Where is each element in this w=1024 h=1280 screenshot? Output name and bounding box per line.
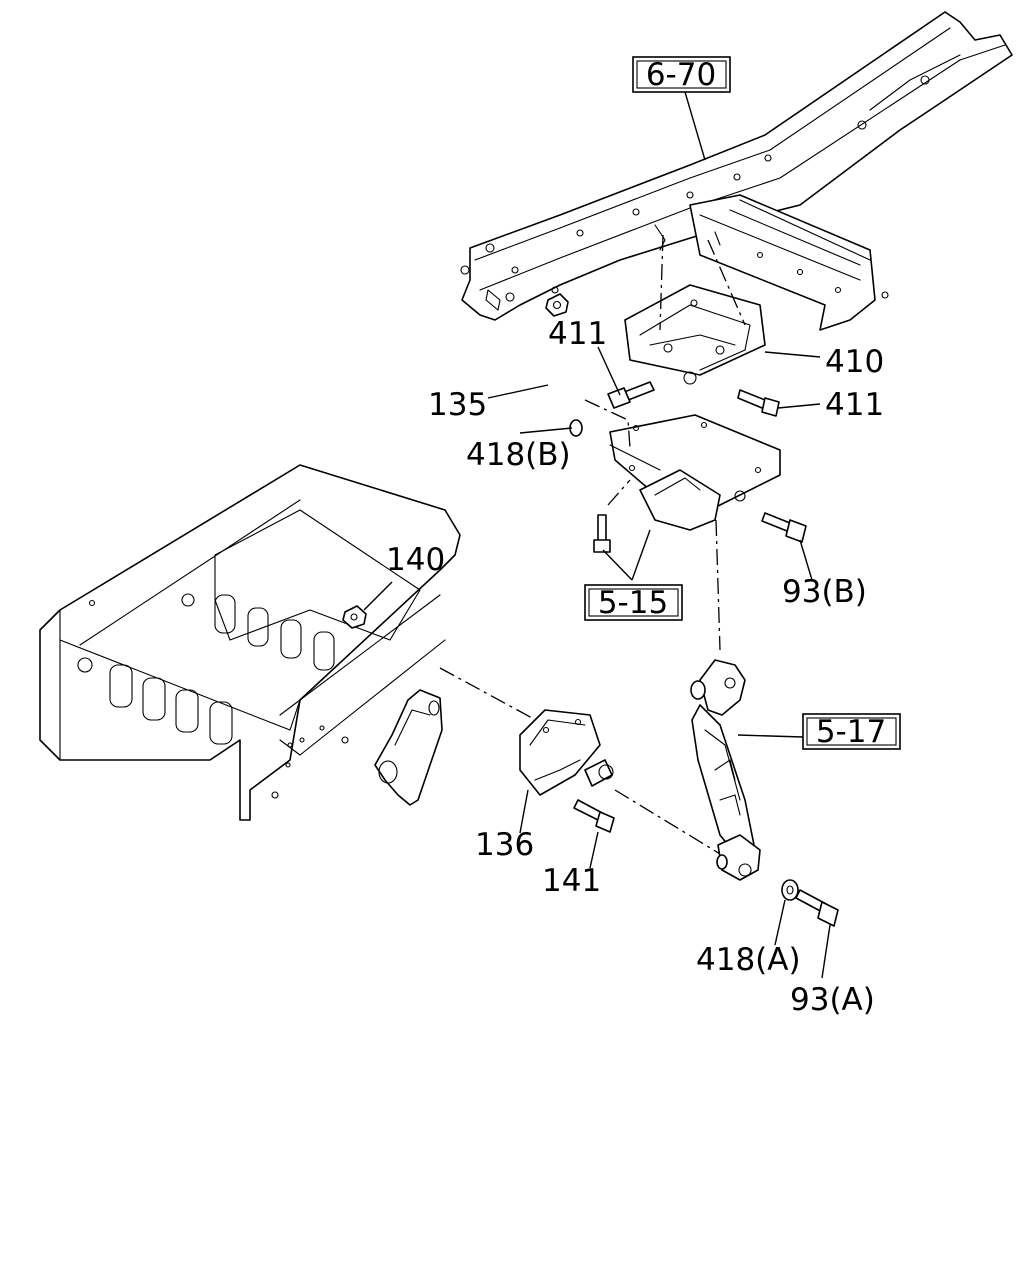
nut-135: [545, 293, 569, 317]
plate-bracket-5-15: [609, 414, 781, 531]
bolt-411-right: [737, 389, 780, 417]
align-line-410-right: [707, 239, 746, 326]
bolt-411-top: [607, 381, 655, 409]
label-136: 136: [475, 827, 534, 863]
align-line-linkage: [715, 519, 721, 651]
align-line-418b: [584, 399, 631, 449]
align-line-136: [439, 667, 546, 726]
label-411-right: 411: [825, 387, 884, 423]
label-140: 140: [386, 542, 445, 578]
ref-label-5-15: 5-15: [598, 585, 668, 621]
bracket-410: [624, 284, 766, 385]
ref-label-5-17: 5-17: [816, 714, 886, 750]
label-141: 141: [542, 863, 601, 899]
label-418b: 418(B): [466, 437, 571, 473]
nut-140: [342, 605, 367, 629]
washer-418a: [781, 879, 799, 901]
upper-frame-rail: [460, 11, 1013, 331]
label-411-top: 411: [548, 316, 607, 352]
bolt-93a: [795, 889, 839, 927]
bolt-141: [573, 799, 615, 833]
ref-label-6-70: 6-70: [646, 57, 716, 93]
leader-lines: [363, 91, 831, 979]
align-line-plate-bolt: [607, 479, 631, 506]
linkage-5-17: [690, 659, 761, 881]
align-line-lower: [614, 789, 731, 861]
frame-mount-bracket: [374, 689, 443, 806]
bolt-under-plate: [593, 514, 611, 553]
label-93a: 93(A): [790, 982, 875, 1018]
label-410: 410: [825, 344, 884, 380]
ref-box-6-70: 6-70: [632, 56, 731, 93]
ref-box-5-17: 5-17: [802, 713, 901, 750]
label-135: 135: [428, 387, 487, 423]
bracket-136: [519, 709, 614, 796]
align-line-410-left: [659, 234, 664, 331]
bolt-93b: [761, 512, 807, 543]
label-418a: 418(A): [696, 942, 801, 978]
ref-box-5-15: 5-15: [584, 584, 683, 621]
label-93b: 93(B): [782, 574, 867, 610]
